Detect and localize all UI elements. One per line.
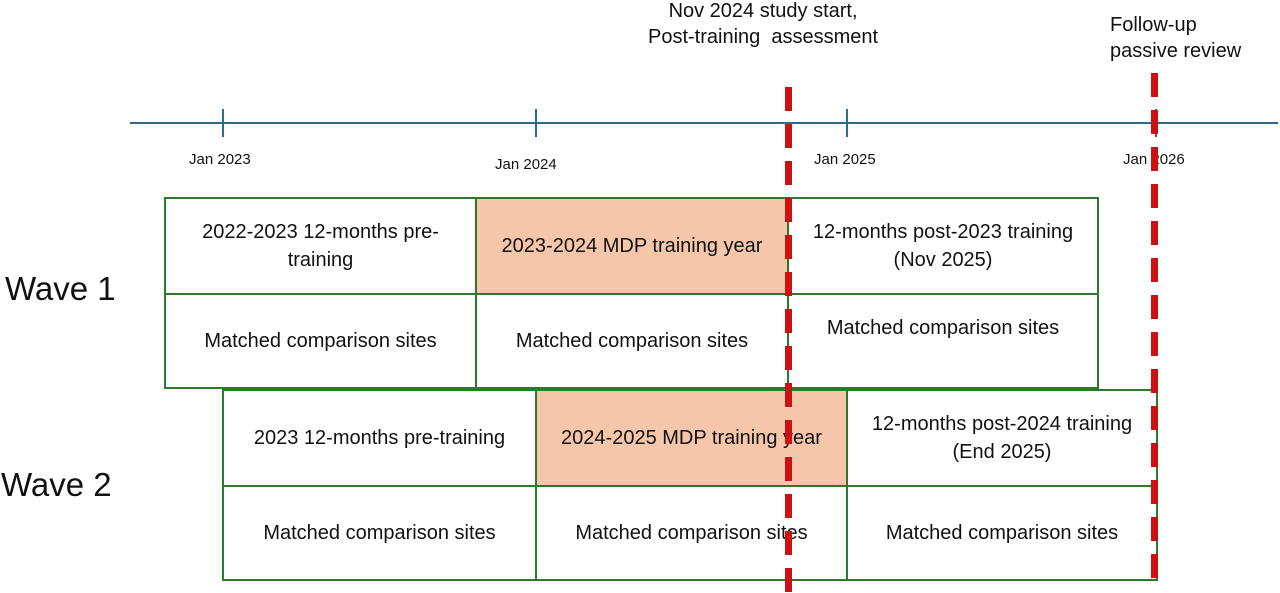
- timeline-axis: [130, 122, 1278, 124]
- wave-1-comparison-post: Matched comparison sites: [787, 293, 1099, 389]
- wave-1-post-training: 12-months post-2023 training (Nov 2025): [787, 197, 1099, 295]
- wave-2-comparison-post: Matched comparison sites: [846, 485, 1158, 581]
- tick-jan-2023: [222, 109, 224, 137]
- study-start-marker: [785, 87, 792, 593]
- study-start-note: Nov 2024 study start, Post-training asse…: [648, 0, 879, 48]
- wave-1-training-year: 2023-2024 MDP training year: [475, 197, 789, 295]
- wave-2-post-training: 12-months post-2024 training (End 2025): [846, 389, 1158, 487]
- wave-2-comparison-training: Matched comparison sites: [535, 485, 848, 581]
- follow-up-marker: [1151, 73, 1158, 583]
- wave-1-comparison-training: Matched comparison sites: [475, 293, 789, 389]
- tick-label-jan-2025: Jan 2025: [814, 151, 876, 168]
- wave-1-comparison-pre: Matched comparison sites: [164, 293, 477, 389]
- wave-2-label: Wave 2: [1, 466, 112, 503]
- tick-jan-2025: [846, 109, 848, 137]
- tick-jan-2024: [535, 109, 537, 137]
- wave-2-pre-training: 2023 12-months pre-training: [222, 389, 537, 487]
- wave-2-comparison-pre: Matched comparison sites: [222, 485, 537, 581]
- wave-1-pre-training: 2022-2023 12-months pre-training: [164, 197, 477, 295]
- tick-label-jan-2024: Jan 2024: [495, 156, 557, 173]
- wave-1-label: Wave 1: [5, 270, 116, 307]
- follow-up-note: Follow-up passive review: [1110, 14, 1242, 62]
- wave-2-training-year: 2024-2025 MDP training year: [535, 389, 848, 487]
- tick-label-jan-2023: Jan 2023: [189, 151, 251, 168]
